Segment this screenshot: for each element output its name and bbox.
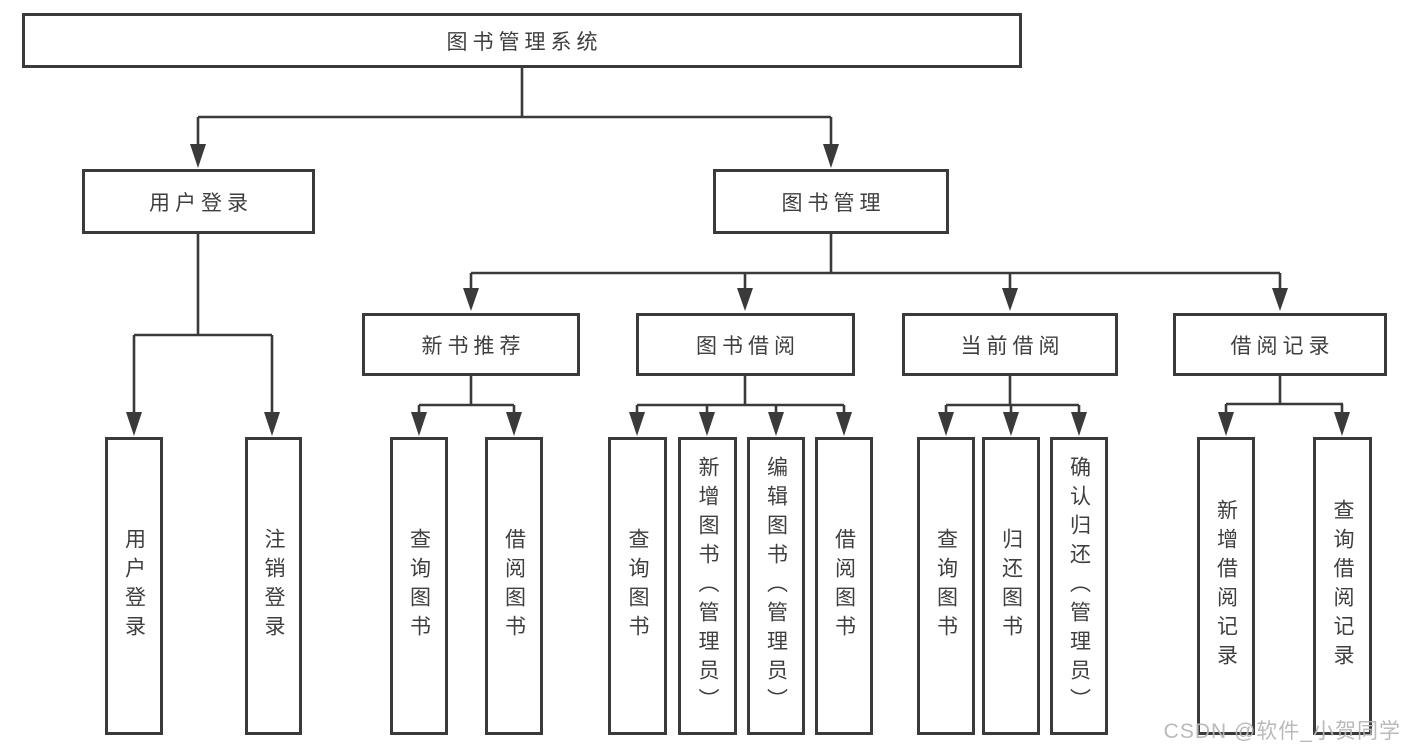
leaf-query-books-borrow: 查询图书 <box>608 437 667 735</box>
leaf-query-books-current-label: 查询图书 <box>934 528 958 644</box>
leaf-user-login: 用户登录 <box>105 437 163 735</box>
leaf-query-borrow-record-label: 查询借阅记录 <box>1331 499 1354 673</box>
node-current-borrow: 当前借阅 <box>902 313 1118 376</box>
leaf-add-borrow-record-label: 新增借阅记录 <box>1214 499 1238 673</box>
leaf-query-books-borrow-label: 查询图书 <box>626 528 649 644</box>
leaf-edit-book-admin-label: 编辑图书（管理员） <box>764 455 788 717</box>
leaf-user-login-label: 用户登录 <box>122 528 146 644</box>
leaf-borrow-books-label: 借阅图书 <box>832 528 856 644</box>
leaf-edit-book-admin: 编辑图书（管理员） <box>747 437 805 735</box>
leaf-query-books-recommend: 查询图书 <box>390 437 448 735</box>
leaf-borrow-books-recommend-label: 借阅图书 <box>502 528 526 644</box>
edge-borrow-records-split <box>1224 376 1344 418</box>
node-user-login: 用户登录 <box>82 169 315 234</box>
watermark: CSDN @软件_小贺同学 <box>1163 720 1401 743</box>
leaf-add-borrow-record: 新增借阅记录 <box>1197 437 1255 735</box>
leaf-confirm-return-admin: 确认归还（管理员） <box>1050 437 1108 735</box>
leaf-return-books: 归还图书 <box>982 437 1040 735</box>
leaf-return-books-label: 归还图书 <box>999 528 1023 644</box>
leaf-add-book-admin: 新增图书（管理员） <box>678 437 737 735</box>
leaf-query-books-current: 查询图书 <box>917 437 975 735</box>
leaf-query-borrow-record: 查询借阅记录 <box>1313 437 1372 735</box>
node-book-borrow: 图书借阅 <box>636 313 855 376</box>
edge-root-split <box>196 68 833 150</box>
node-borrow-records: 借阅记录 <box>1173 313 1387 376</box>
leaf-logout: 注销登录 <box>245 437 302 735</box>
leaf-borrow-books-recommend: 借阅图书 <box>485 437 543 735</box>
arrowheads <box>126 144 1350 436</box>
edge-current-borrow-split <box>944 376 1081 418</box>
edge-new-book-split <box>417 376 516 418</box>
leaf-add-book-admin-label: 新增图书（管理员） <box>696 455 719 717</box>
edge-book-borrow-split <box>635 376 846 418</box>
leaf-logout-label: 注销登录 <box>262 528 285 644</box>
edge-book-mgmt-split <box>469 234 1282 295</box>
node-new-book-recommend: 新书推荐 <box>362 313 580 376</box>
leaf-query-books-recommend-label: 查询图书 <box>407 528 431 644</box>
node-book-management: 图书管理 <box>713 169 949 234</box>
edge-user-login-split <box>132 234 274 418</box>
root-node: 图书管理系统 <box>22 13 1022 68</box>
leaf-confirm-return-admin-label: 确认归还（管理员） <box>1067 455 1091 717</box>
leaf-borrow-books: 借阅图书 <box>815 437 873 735</box>
